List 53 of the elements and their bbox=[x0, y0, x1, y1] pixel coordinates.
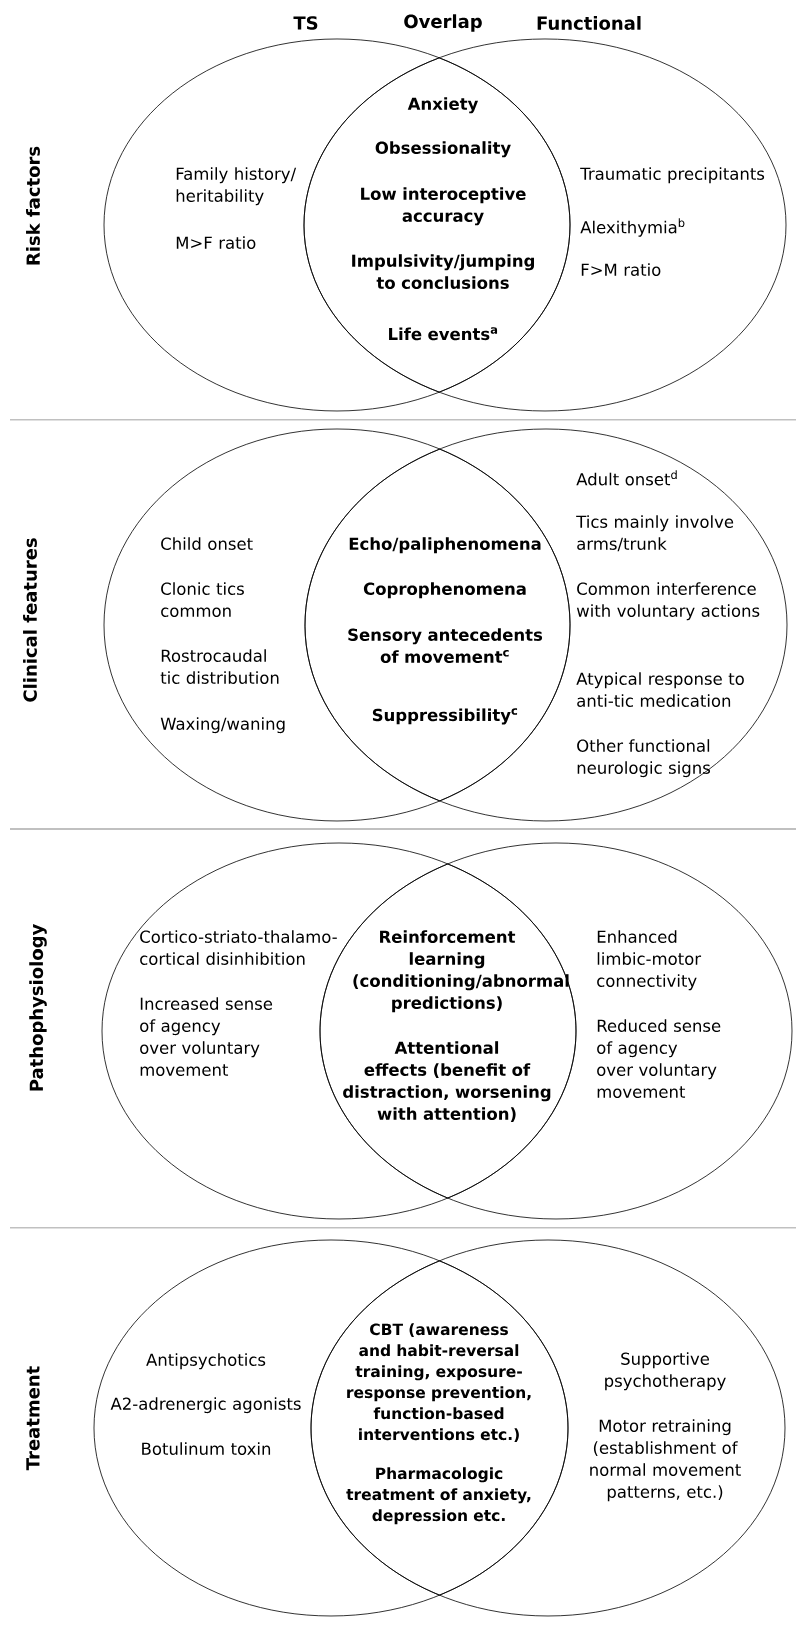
item-text: Coprophenomena bbox=[363, 582, 526, 599]
item-text: Tics mainly involve arms/trunk bbox=[576, 515, 734, 552]
item-text: Adult onset$^{d}$ bbox=[576, 470, 677, 486]
item-text: Reinforcement learning (conditioning/abnormal predictions) bbox=[353, 930, 569, 1013]
column-heading: TS bbox=[293, 16, 318, 30]
item-text: Rostrocaudal tic distribution bbox=[160, 649, 279, 684]
item-text: Family history/ heritability bbox=[176, 167, 297, 206]
item-text: Attentional effects (benefit of distraction, worsening with attention) bbox=[343, 1041, 551, 1122]
venn-ellipse bbox=[101, 842, 577, 1220]
column-heading: Functional bbox=[537, 16, 641, 30]
overlap-region bbox=[303, 57, 571, 393]
item-text: Atypical response to anti-tic medication bbox=[576, 672, 744, 707]
venn-ellipse bbox=[93, 1239, 569, 1617]
item-text: Echo/paliphenomena bbox=[349, 537, 541, 554]
item-text: Obsessionality bbox=[375, 141, 511, 158]
row-heading: Treatment bbox=[26, 1366, 40, 1471]
item-text: Enhanced limbic-motor connectivity bbox=[597, 930, 702, 991]
item-text: Alexithymia$^{b}$ bbox=[580, 218, 685, 237]
item-text: Cortico-striato-thalamo-cortical disinhibition bbox=[140, 930, 337, 965]
item-text: Botulinum toxin bbox=[142, 1442, 271, 1455]
item-text: Motor retraining (establishment of normal movement patterns, etc.) bbox=[590, 1419, 741, 1502]
item-text: Impulsivity/jumping to conclusions bbox=[352, 254, 534, 289]
column-heading: Overlap bbox=[404, 14, 482, 32]
overlap-region bbox=[304, 448, 571, 802]
item-text: Low interoceptive accuracy bbox=[361, 187, 526, 226]
row-heading: Pathophysiology bbox=[29, 924, 47, 1091]
item-text: M>F ratio bbox=[176, 236, 256, 249]
overlap-region bbox=[310, 1260, 569, 1596]
item-text: Waxing/waning bbox=[160, 717, 285, 734]
venn-ellipse bbox=[304, 428, 788, 822]
venn-ellipse bbox=[103, 428, 571, 822]
item-text: A2-adrenergic agonists bbox=[110, 1397, 301, 1414]
item-text: Sensory antecedents of movement$^{c}$ bbox=[348, 628, 543, 663]
row-heading: Risk factors bbox=[26, 146, 40, 265]
item-text: Suppressibility$^{c}$ bbox=[372, 708, 518, 725]
item-text: Life events$^{a}$ bbox=[389, 327, 498, 341]
item-text: Child onset bbox=[161, 537, 253, 550]
item-text: Clonic tics common bbox=[161, 582, 244, 617]
item-text: Increased sense of agency over voluntary movement bbox=[140, 997, 273, 1076]
item-text: Common interference with voluntary actions bbox=[576, 582, 760, 621]
item-text: Anxiety bbox=[407, 97, 479, 114]
item-text: Antipsychotics bbox=[146, 1353, 266, 1370]
item-text: Other functional neurologic signs bbox=[577, 739, 711, 778]
item-text: F>M ratio bbox=[581, 263, 661, 276]
item-text: Traumatic precipitants bbox=[580, 167, 765, 184]
item-text: Reduced sense of agency over voluntary movement bbox=[597, 1019, 721, 1098]
item-text: Pharmacologic treatment of anxiety, depression etc. bbox=[346, 1467, 531, 1525]
venn-ellipse bbox=[103, 38, 571, 412]
item-text: Supportive psychotherapy bbox=[605, 1352, 726, 1391]
venn-ellipse bbox=[310, 1239, 786, 1617]
row-heading: Clinical features bbox=[23, 538, 37, 702]
venn-ellipse bbox=[303, 38, 787, 412]
item-text: CBT (awareness and habit-reversal training, exposure-response prevention, function-based interventions etc.) bbox=[347, 1323, 531, 1442]
